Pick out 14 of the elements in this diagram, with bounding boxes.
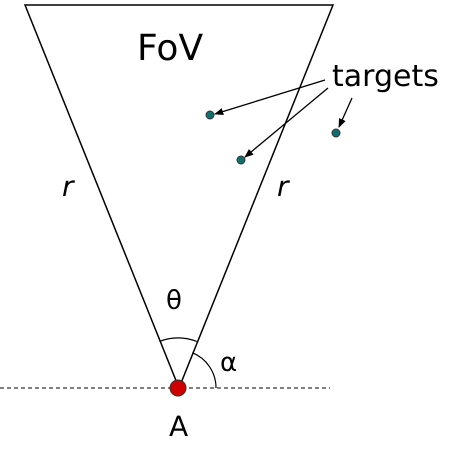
leader-arrow — [244, 88, 328, 158]
target-dot — [205, 110, 215, 120]
region-label: FoV — [137, 31, 204, 67]
angle-label: θ — [166, 288, 182, 314]
target-dot — [331, 128, 341, 138]
side-label: r — [62, 173, 74, 201]
leader-arrow — [338, 98, 353, 128]
angle-label: α — [220, 350, 238, 376]
target-dot — [236, 155, 246, 165]
leader-arrow — [214, 79, 326, 116]
side-label: r — [277, 173, 289, 201]
point-label: A — [169, 413, 188, 441]
sensor-point — [169, 379, 187, 397]
callout-text: targets — [332, 62, 452, 96]
